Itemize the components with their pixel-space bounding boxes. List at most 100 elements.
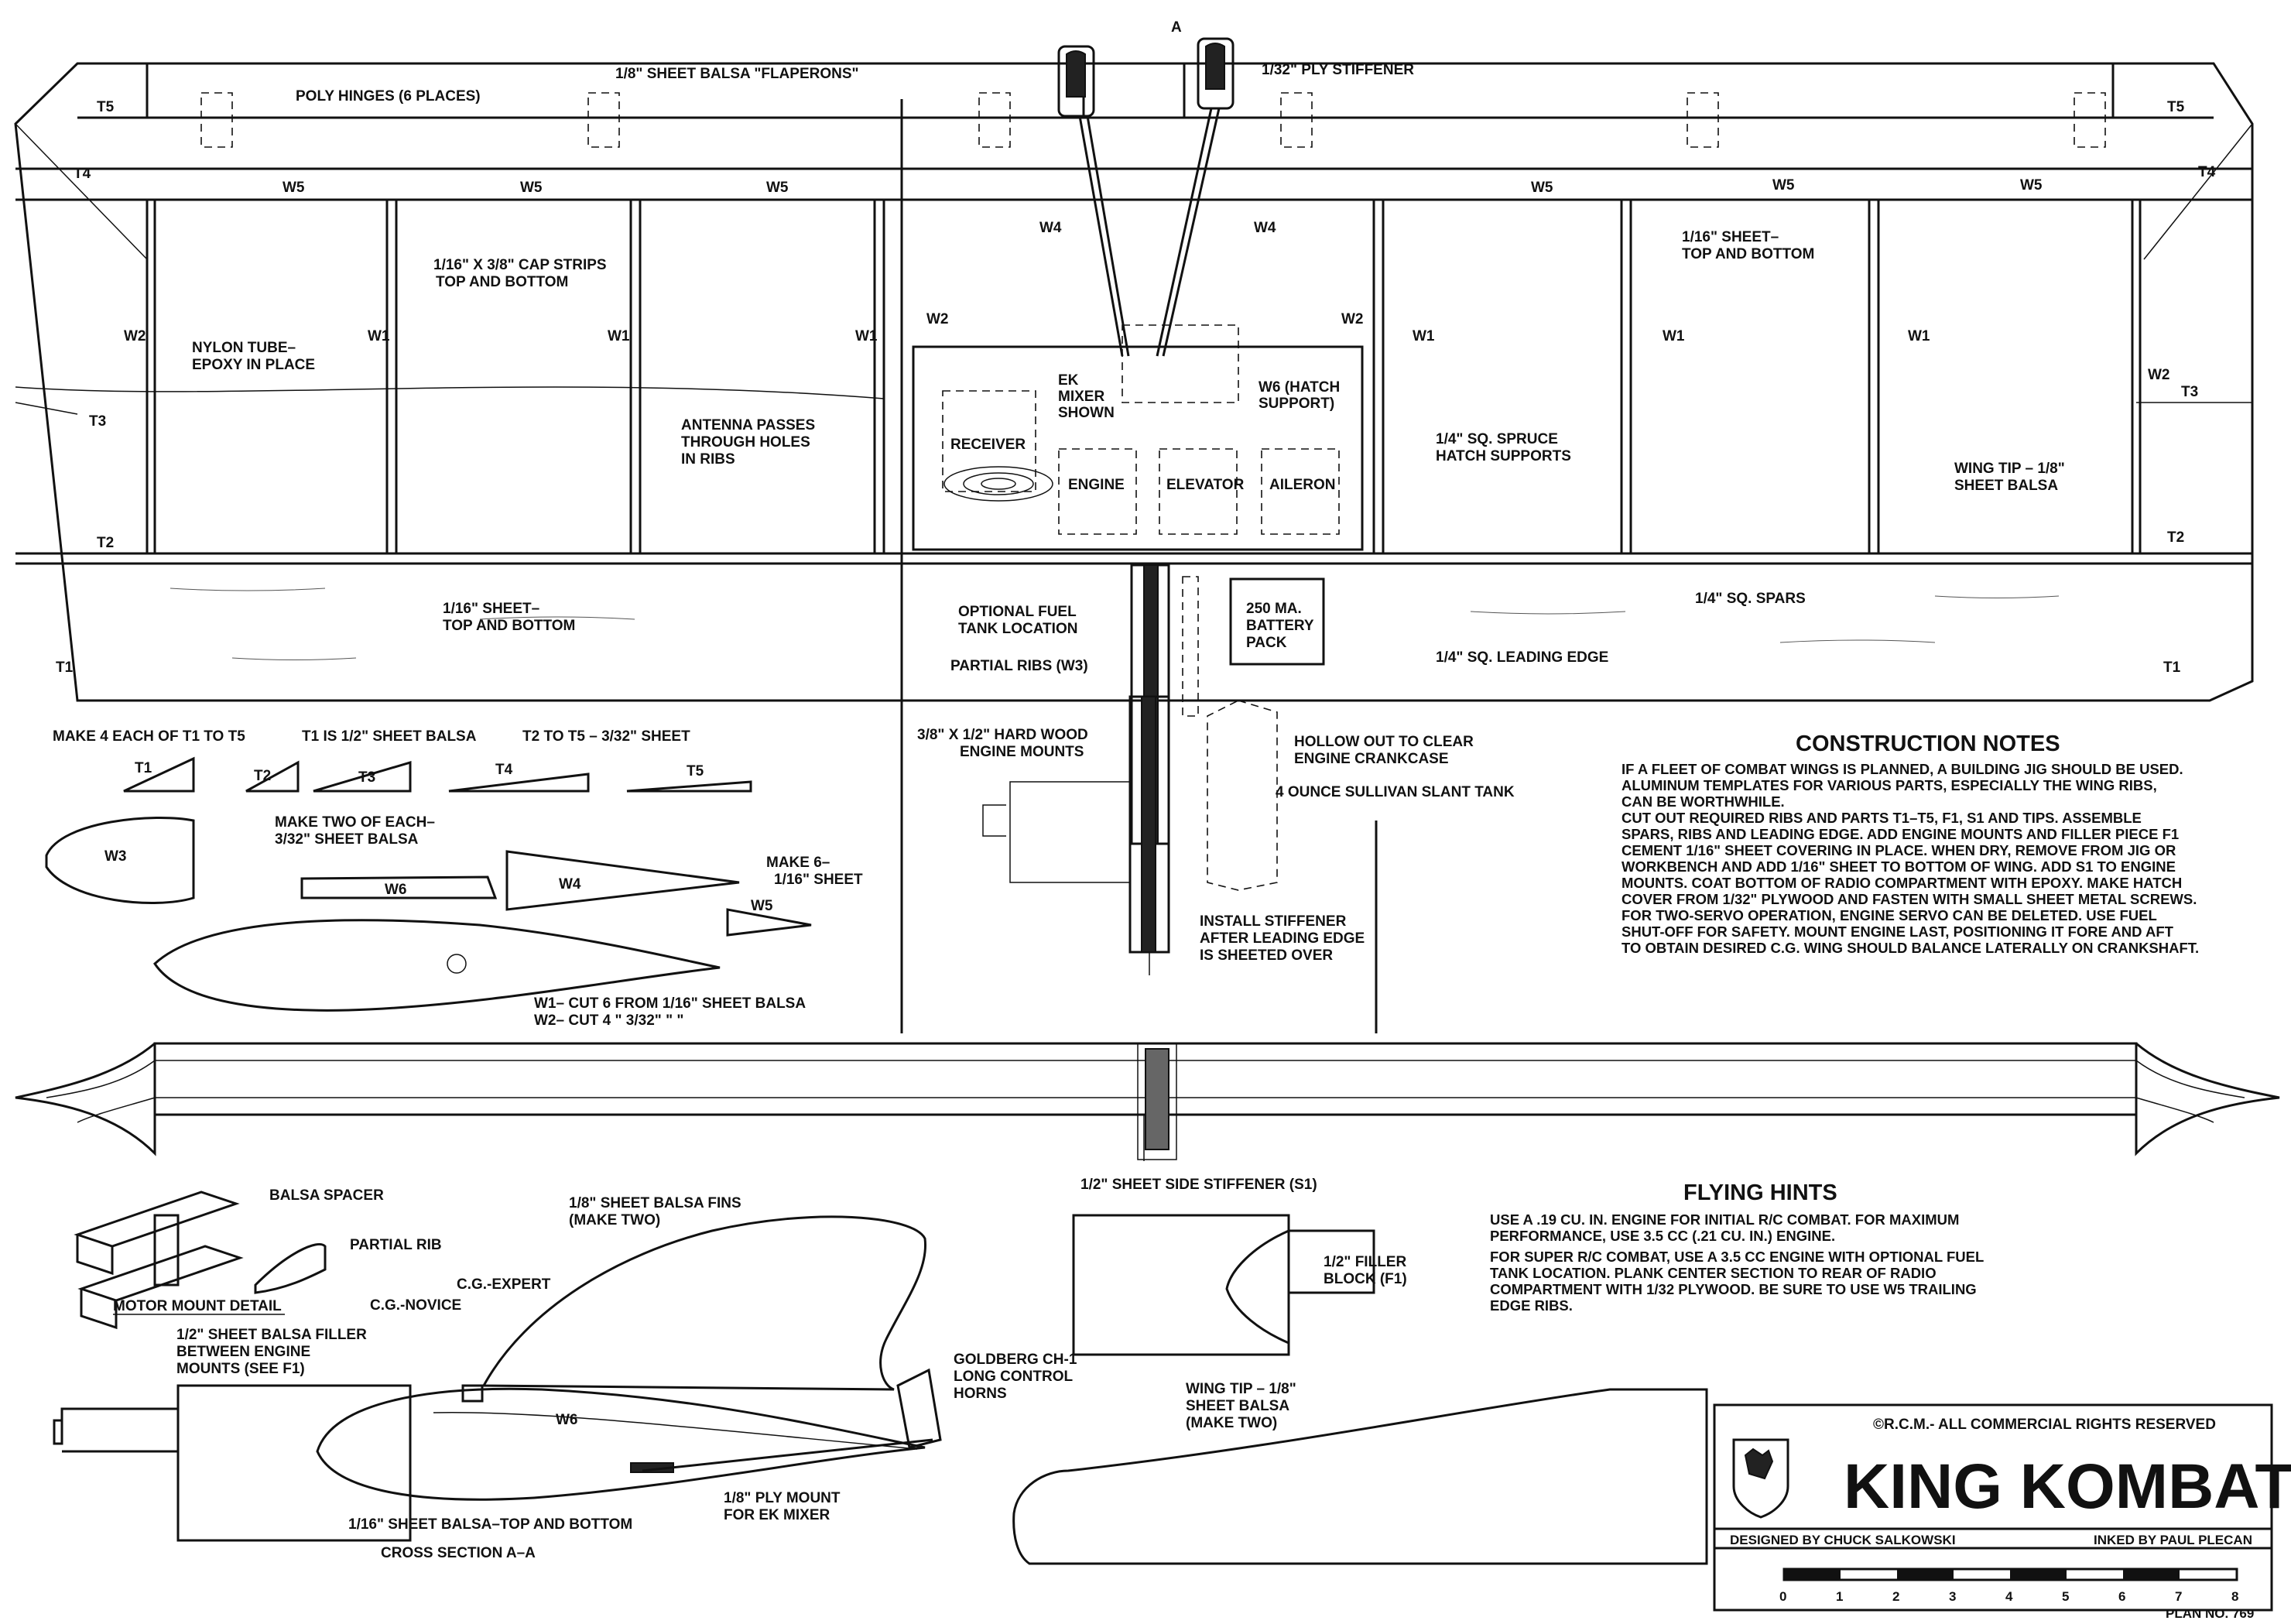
goldberg-label-2: LONG CONTROL bbox=[954, 1369, 1073, 1385]
leading-edge-label: 1/4" SQ. LEADING EDGE bbox=[1436, 649, 1608, 666]
wing-labels: 1/8" SHEET BALSA "FLAPERONS" 1/32" PLY S… bbox=[56, 19, 2216, 676]
cap-strips-label-2: TOP AND BOTTOM bbox=[436, 274, 568, 290]
stiffener-label-1: INSTALL STIFFENER bbox=[1200, 913, 1347, 930]
construction-line: ALUMINUM TEMPLATES FOR VARIOUS PARTS, ES… bbox=[1622, 777, 2157, 793]
part-w6 bbox=[300, 875, 498, 899]
t1-tag: T1 bbox=[135, 760, 152, 776]
flying-line: FOR SUPER R/C COMBAT, USE A 3.5 CC ENGIN… bbox=[1490, 1249, 1984, 1265]
antenna-label-2: THROUGH HOLES bbox=[681, 434, 810, 451]
tip-label-2: SHEET BALSA bbox=[1186, 1398, 1289, 1414]
mounts-label-2: ENGINE MOUNTS bbox=[960, 744, 1084, 760]
tag-w1-b: W1 bbox=[608, 328, 630, 344]
cg-novice-label: C.G.-NOVICE bbox=[370, 1297, 461, 1314]
w5-tag: W5 bbox=[751, 898, 773, 914]
tag-t1-left: T1 bbox=[56, 660, 74, 676]
flying-line: TANK LOCATION. PLANK CENTER SECTION TO R… bbox=[1490, 1265, 1937, 1281]
w6-tag: W6 bbox=[385, 882, 407, 898]
tag-w1-f: W1 bbox=[1908, 328, 1930, 344]
scale-tick-label: 4 bbox=[2005, 1589, 2013, 1604]
spruce-hatch-label-1: 1/4" SQ. SPRUCE bbox=[1436, 431, 1558, 447]
t1-note-label: T1 IS 1/2" SHEET BALSA bbox=[302, 728, 477, 745]
filler-block-label-1: 1/2" FILLER bbox=[1324, 1254, 1406, 1270]
tag-w5-f: W5 bbox=[2020, 177, 2043, 194]
ply-mount-label-1: 1/8" PLY MOUNT bbox=[724, 1490, 841, 1506]
t2-note-label: T2 TO T5 – 3/32" SHEET bbox=[522, 728, 690, 745]
tag-w5-c: W5 bbox=[766, 180, 789, 196]
flying-heading: FLYING HINTS bbox=[1683, 1180, 1837, 1205]
aileron-servo-label: AILERON bbox=[1269, 477, 1336, 493]
construction-notes: CONSTRUCTION NOTES IF A FLEET OF COMBAT … bbox=[1622, 731, 2199, 956]
title-block: ©R.C.M.- ALL COMMERCIAL RIGHTS RESERVED … bbox=[1713, 1403, 2291, 1621]
sheet-right-label-2: TOP AND BOTTOM bbox=[1682, 246, 1814, 262]
tip-label-1: WING TIP – 1/8" bbox=[1186, 1381, 1296, 1397]
construction-line: MOUNTS. COAT BOTTOM OF RADIO COMPARTMENT… bbox=[1622, 875, 2182, 891]
mounts-label-1: 3/8" X 1/2" HARD WOOD bbox=[917, 727, 1088, 743]
filler-block-label-2: BLOCK (F1) bbox=[1324, 1271, 1407, 1287]
cap-strips-label-1: 1/16" X 3/8" CAP STRIPS bbox=[433, 257, 607, 273]
cg-expert-label: C.G.-EXPERT bbox=[457, 1276, 551, 1293]
parts-section: MAKE 4 EACH OF T1 TO T5 T1 IS 1/2" SHEET… bbox=[45, 728, 863, 1029]
ek-mixer-label-3: SHOWN bbox=[1058, 405, 1115, 421]
partial-ribs-label: PARTIAL RIBS (W3) bbox=[950, 658, 1088, 674]
motor-mount-label: MOTOR MOUNT DETAIL bbox=[113, 1298, 282, 1314]
construction-line: CAN BE WORTHWHILE. bbox=[1622, 793, 1785, 810]
fin-sheet bbox=[481, 1215, 927, 1391]
part-t3 bbox=[313, 760, 412, 793]
poly-hinges-label: POLY HINGES (6 PLACES) bbox=[296, 88, 481, 104]
scale-tick-label: 0 bbox=[1779, 1589, 1786, 1604]
tag-t4-right: T4 bbox=[2198, 164, 2216, 180]
part-w1-w2 bbox=[153, 919, 721, 1012]
construction-line: WORKBENCH AND ADD 1/16" SHEET TO BOTTOM … bbox=[1622, 858, 2176, 875]
ek-mixer-label-2: MIXER bbox=[1058, 389, 1104, 405]
construction-line: SPARS, RIBS AND LEADING EDGE. ADD ENGINE… bbox=[1622, 826, 2179, 842]
wing-tip-part: WING TIP – 1/8" SHEET BALSA (MAKE TWO) bbox=[1012, 1381, 1708, 1565]
part-w3 bbox=[45, 817, 195, 904]
tag-w5-a: W5 bbox=[283, 180, 305, 196]
tag-w5-d: W5 bbox=[1531, 180, 1553, 196]
construction-line: COVER FROM 1/32" PLYWOOD AND FASTEN WITH… bbox=[1622, 891, 2197, 907]
sheet-balsa-label: 1/16" SHEET BALSA–TOP AND BOTTOM bbox=[348, 1516, 632, 1533]
side-stiffener-detail: 1/2" SHEET SIDE STIFFENER (S1) 1/2" FILL… bbox=[1072, 1177, 1407, 1356]
receiver-label: RECEIVER bbox=[950, 437, 1026, 453]
tag-w2-left: W2 bbox=[124, 328, 146, 344]
wing-front-view bbox=[15, 1042, 2280, 1161]
construction-line: FOR TWO-SERVO OPERATION, ENGINE SERVO CA… bbox=[1622, 907, 2157, 923]
tag-w1-a: W1 bbox=[368, 328, 390, 344]
tag-t3-right: T3 bbox=[2181, 384, 2198, 400]
goldberg-label-3: HORNS bbox=[954, 1386, 1007, 1402]
part-w4 bbox=[505, 850, 740, 911]
scale-tick-label: 2 bbox=[1892, 1589, 1899, 1604]
engine-servo-label: ENGINE bbox=[1068, 477, 1125, 493]
part-w5 bbox=[726, 908, 812, 937]
stiffener-label-2: AFTER LEADING EDGE bbox=[1200, 930, 1365, 947]
side-stiffener-label: 1/2" SHEET SIDE STIFFENER (S1) bbox=[1080, 1177, 1317, 1193]
stiffener-label-3: IS SHEETED OVER bbox=[1200, 947, 1333, 964]
battery-label-2: BATTERY bbox=[1246, 618, 1314, 634]
ply-stiffener-label: 1/32" PLY STIFFENER bbox=[1262, 62, 1414, 78]
part-t2 bbox=[245, 760, 300, 793]
tag-w5-e: W5 bbox=[1772, 177, 1795, 194]
make-four-label: MAKE 4 EACH OF T1 TO T5 bbox=[53, 728, 245, 745]
nylon-tube-label-1: NYLON TUBE– bbox=[192, 340, 296, 356]
tag-t4-left: T4 bbox=[74, 166, 91, 182]
tag-t5-left: T5 bbox=[97, 99, 115, 115]
ek-mixer-label-1: EK bbox=[1058, 372, 1079, 389]
balsa-spacer-label: BALSA SPACER bbox=[269, 1187, 384, 1204]
engine-detail: 3/8" X 1/2" HARD WOOD ENGINE MOUNTS HOLL… bbox=[900, 99, 1515, 1033]
fuel-tank-label-1: OPTIONAL FUEL bbox=[958, 604, 1077, 620]
copyright-label: ©R.C.M.- ALL COMMERCIAL RIGHTS RESERVED bbox=[1873, 1417, 2216, 1433]
flying-line: EDGE RIBS. bbox=[1490, 1297, 1573, 1314]
filler-label-3: MOUNTS (SEE F1) bbox=[176, 1361, 305, 1377]
scale-tick-label: 1 bbox=[1836, 1589, 1843, 1604]
crest-logo bbox=[1732, 1438, 1789, 1519]
sheet-left-label-2: TOP AND BOTTOM bbox=[443, 618, 575, 634]
spars-label: 1/4" SQ. SPARS bbox=[1695, 591, 1806, 607]
make-six-label-1: MAKE 6– bbox=[766, 855, 830, 871]
cross-section-a-a: 1/8" SHEET BALSA FINS (MAKE TWO) C.G.-EX… bbox=[53, 1195, 1077, 1561]
construction-line: CEMENT 1/16" SHEET COVERING IN PLACE. WH… bbox=[1622, 842, 2176, 858]
flying-line: COMPARTMENT WITH 1/32 PLYWOOD. BE SURE T… bbox=[1490, 1281, 1977, 1297]
t2-tag: T2 bbox=[254, 768, 271, 784]
antenna-label-3: IN RIBS bbox=[681, 451, 735, 468]
construction-line: SHUT-OFF FOR SAFETY. MOUNT ENGINE LAST, … bbox=[1622, 923, 2174, 940]
